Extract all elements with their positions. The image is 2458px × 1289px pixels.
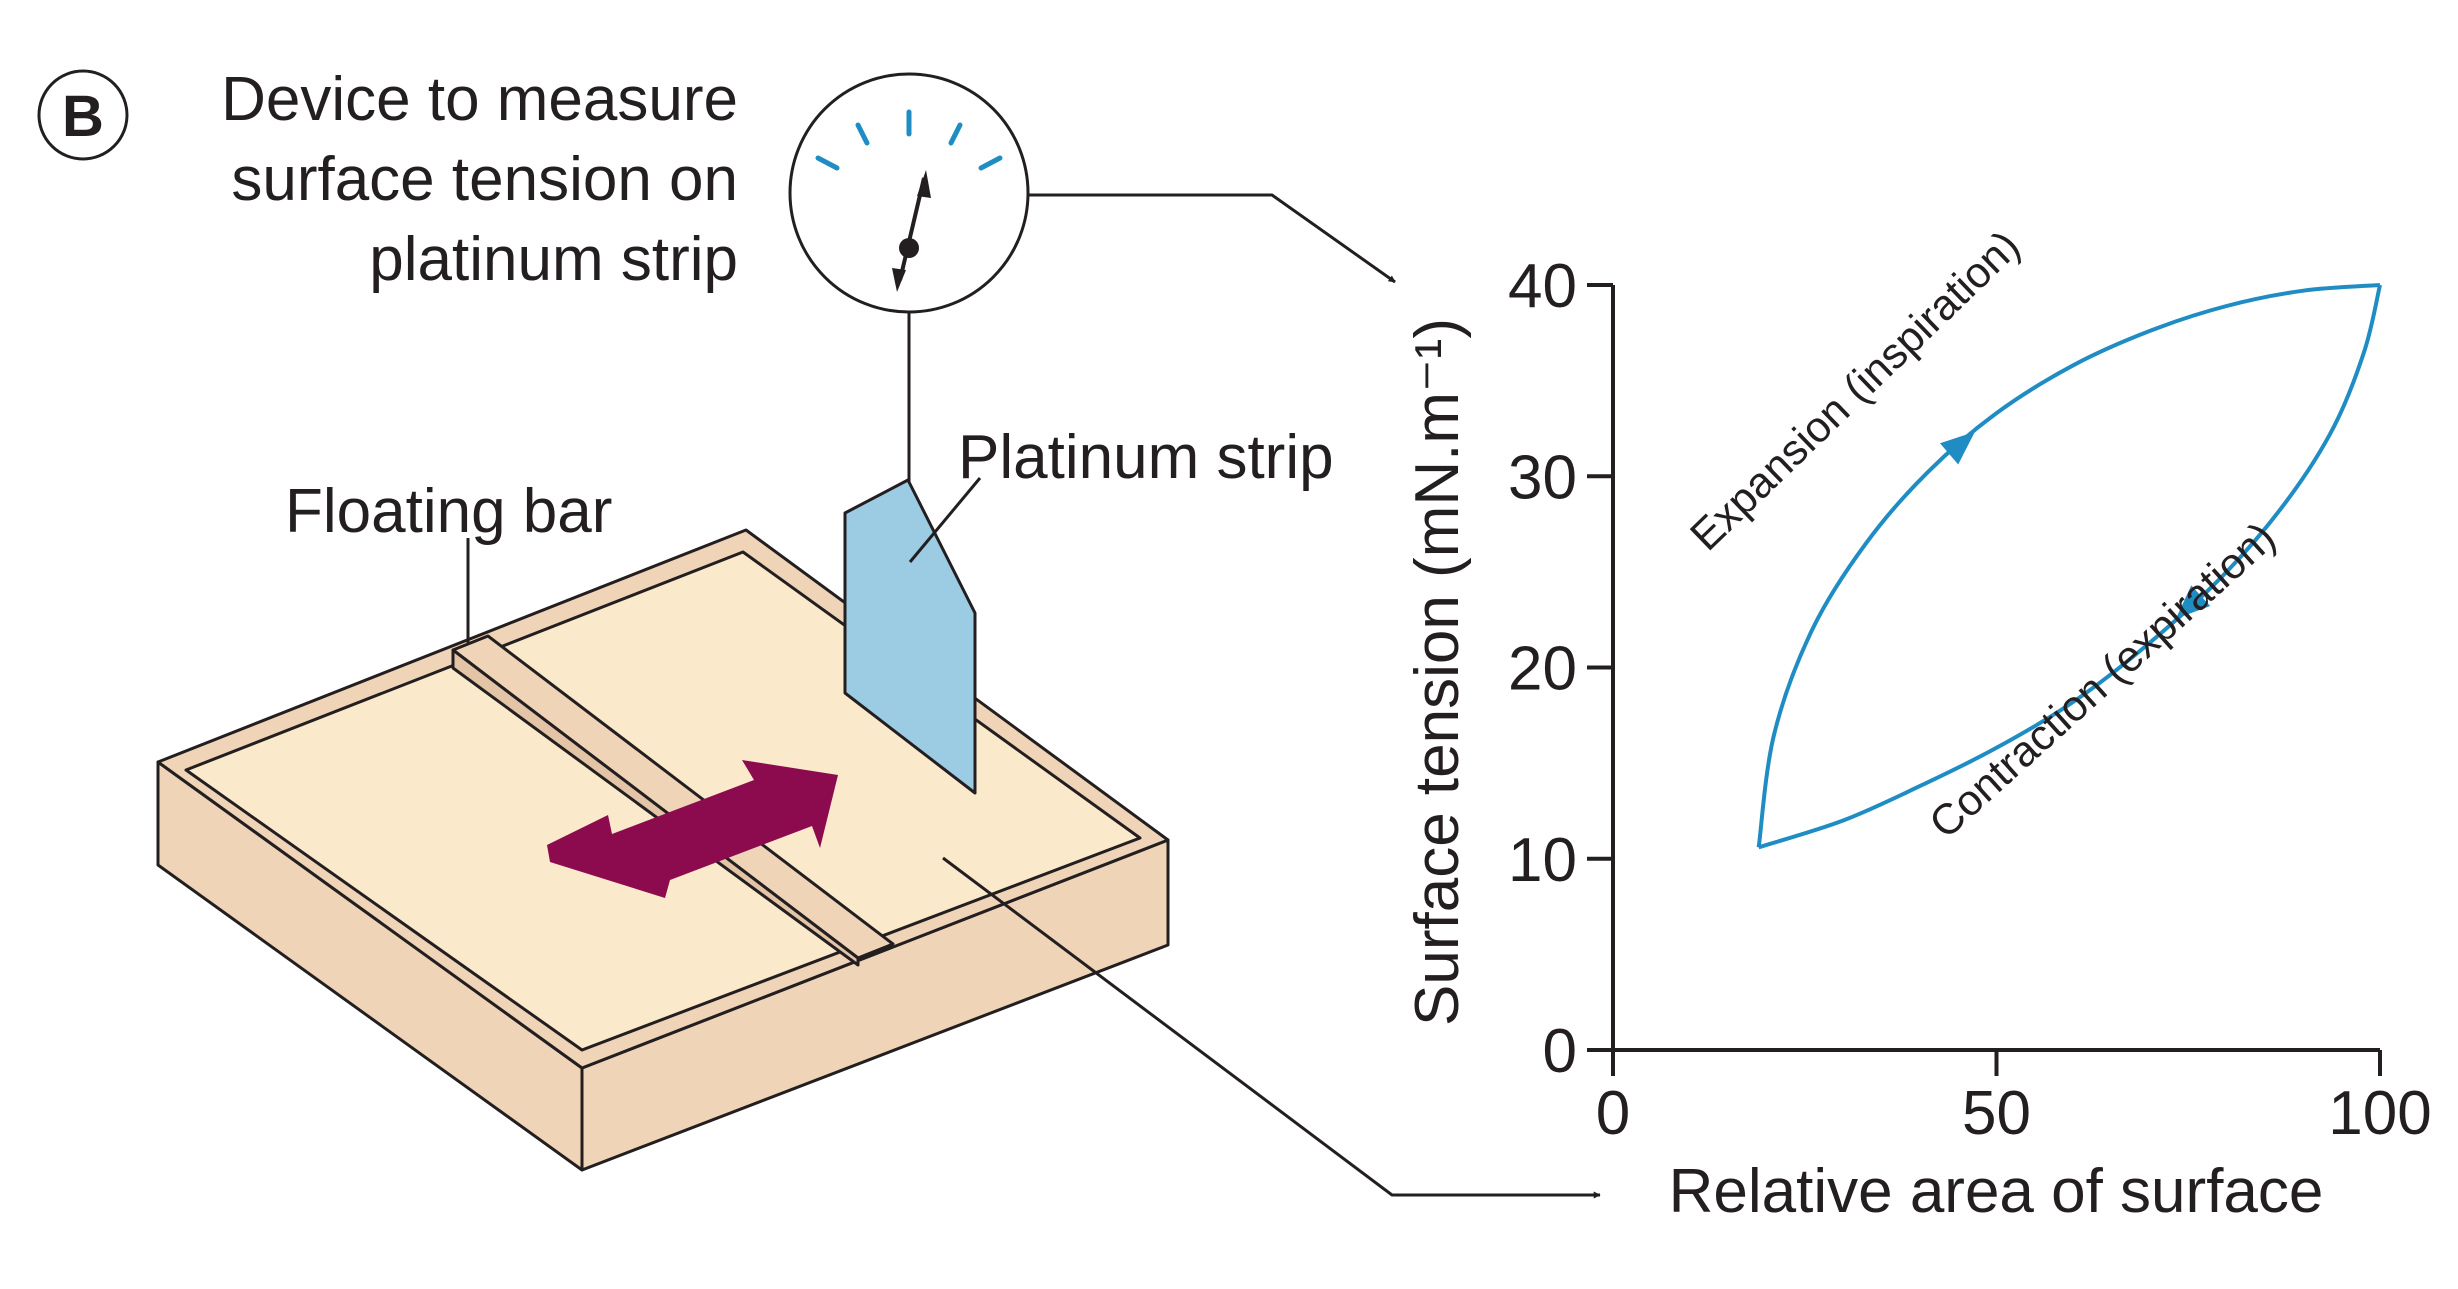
chart: 0 10 20 30 40 0 50 100 Relative area of surfac…: [1403, 222, 2432, 1226]
panel-caption: Device to measure surface tension on pla…: [221, 65, 738, 294]
panel-badge: B: [37, 69, 129, 161]
series: [1756, 283, 2382, 850]
gauge-dial: [788, 72, 1030, 314]
floating-bar-label: Floating bar: [285, 477, 612, 546]
gauge-to-yaxis-arrow: [1028, 193, 1396, 284]
y-ticks: 0 10 20 30 40: [1508, 252, 1613, 1086]
platinum-strip-leader: [908, 477, 982, 563]
x-ticks: 0 50 100: [1596, 1050, 2432, 1148]
y-tick-label: 30: [1508, 443, 1577, 512]
gauge-needle-tip: [917, 170, 931, 198]
contraction-curve: [1758, 284, 2382, 850]
platinum-strip-label: Platinum strip: [958, 423, 1334, 492]
x-axis-label: Relative area of surface: [1669, 1157, 2324, 1226]
y-tick-label: 10: [1508, 826, 1577, 895]
gauge-needle-tail: [892, 268, 906, 292]
platinum-strip: [843, 478, 977, 795]
x-tick-label: 0: [1596, 1079, 1630, 1148]
gauge-pivot: [899, 238, 919, 258]
contraction-label: Contraction (expiration): [1921, 513, 2285, 848]
caption-line-2: surface tension on: [231, 145, 738, 214]
y-tick-label: 40: [1508, 252, 1577, 321]
double-arrow-icon: [547, 760, 838, 898]
surface-to-xaxis-arrow: [942, 856, 1601, 1199]
expansion-direction-arrow: [1940, 431, 1975, 465]
caption-line-1: Device to measure: [221, 65, 738, 134]
panel-letter: B: [62, 84, 104, 149]
gauge-ticks: [815, 109, 1003, 171]
gauge: [788, 72, 1030, 314]
x-tick-label: 50: [1962, 1079, 2031, 1148]
contraction-direction-arrow: [2175, 585, 2211, 619]
y-axis-label: Surface tension (mN.m⁻¹): [1403, 318, 1472, 1026]
y-tick-label: 20: [1508, 635, 1577, 704]
x-tick-label: 100: [2328, 1079, 2431, 1148]
expansion-label: Expansion (inspiration): [1681, 222, 2029, 560]
y-tick-label: 0: [1543, 1017, 1577, 1086]
expansion-curve: [1756, 283, 2381, 848]
caption-line-3: platinum strip: [369, 225, 738, 294]
